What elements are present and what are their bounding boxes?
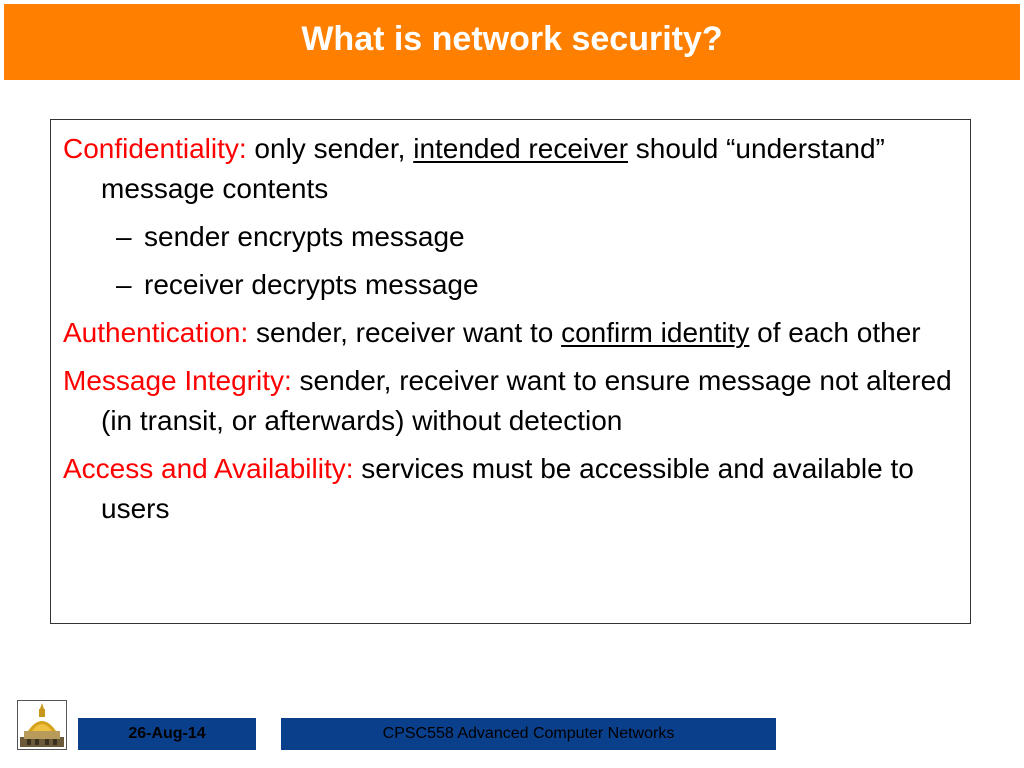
dash-glyph: – — [116, 269, 132, 300]
footer-course: CPSC558 Advanced Computer Networks — [281, 718, 776, 750]
footer-course-text: CPSC558 Advanced Computer Networks — [382, 725, 675, 742]
access-availability-text: services must be accessible and availabl… — [101, 453, 914, 524]
confidentiality-text-pre: only sender, — [246, 133, 414, 164]
bullet-message-integrity: Message Integrity: sender, receiver want… — [63, 361, 960, 441]
authentication-text-pre: sender, receiver want to — [248, 317, 562, 348]
term-access-availability: Access and Availability: — [63, 453, 354, 484]
footer-date-text: 26-Aug-14 — [128, 725, 206, 742]
bullet-authentication: Authentication: sender, receiver want to… — [63, 313, 960, 353]
bullet-access-availability: Access and Availability: services must b… — [63, 449, 960, 529]
term-confidentiality: Confidentiality: — [63, 133, 247, 164]
confidentiality-text-post: should “understand” message contents — [101, 133, 885, 204]
subbullet-text: receiver decrypts message — [144, 269, 479, 300]
subbullet-receiver-decrypts: – receiver decrypts message — [63, 265, 960, 305]
subbullet-sender-encrypts: – sender encrypts message — [63, 217, 960, 257]
slide-title: What is network security? — [301, 19, 723, 58]
authentication-text-post: of each other — [749, 317, 921, 348]
dash-glyph: – — [116, 221, 132, 252]
term-authentication: Authentication: — [63, 317, 249, 348]
term-message-integrity: Message Integrity: — [63, 365, 292, 396]
confidentiality-underlined: intended receiver — [413, 133, 629, 164]
golden-dome-icon — [17, 700, 67, 750]
title-bar: What is network security? — [4, 4, 1020, 80]
message-integrity-text: sender, receiver want to ensure message … — [101, 365, 952, 436]
footer-date: 26-Aug-14 — [78, 718, 256, 750]
authentication-underlined: confirm identity — [561, 317, 750, 348]
content-box: Confidentiality: only sender, intended r… — [50, 119, 971, 624]
bullet-confidentiality: Confidentiality: only sender, intended r… — [63, 129, 960, 209]
subbullet-text: sender encrypts message — [144, 221, 465, 252]
